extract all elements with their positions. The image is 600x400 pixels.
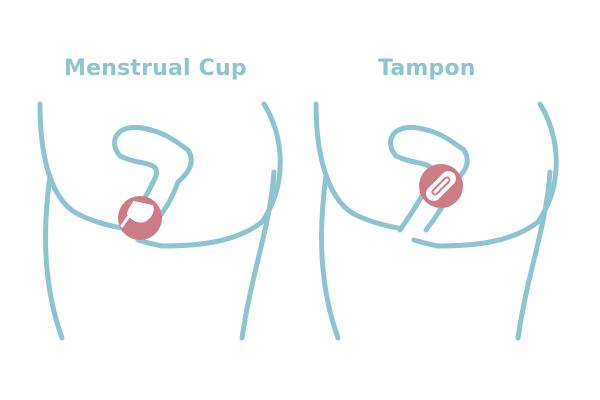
tampon-core-icon <box>431 176 451 196</box>
tampon-label: Tampon <box>378 56 476 81</box>
cup-panel-back-outline <box>239 169 277 341</box>
menstrual-cup-label: Menstrual Cup <box>64 56 247 81</box>
tampon-panel-back-outline <box>515 169 553 341</box>
menstrual-cup-stem-icon <box>120 214 131 228</box>
cup-panel-organ-outline <box>135 101 283 249</box>
tampon-panel <box>313 101 559 341</box>
cup-panel-torso-outline <box>37 101 125 231</box>
cup-panel-thigh-outline <box>43 173 65 341</box>
tampon-icon <box>426 171 456 201</box>
tampon-panel-organ-outline <box>411 101 559 249</box>
menstrual-cup-icon <box>126 200 154 223</box>
tampon-panel-torso-outline <box>313 101 401 231</box>
cup-panel-canal-outline <box>112 124 194 233</box>
menstrual-cup-panel <box>37 101 283 341</box>
tampon-panel-thigh-outline <box>319 173 341 341</box>
tampon-body-icon <box>426 171 456 201</box>
